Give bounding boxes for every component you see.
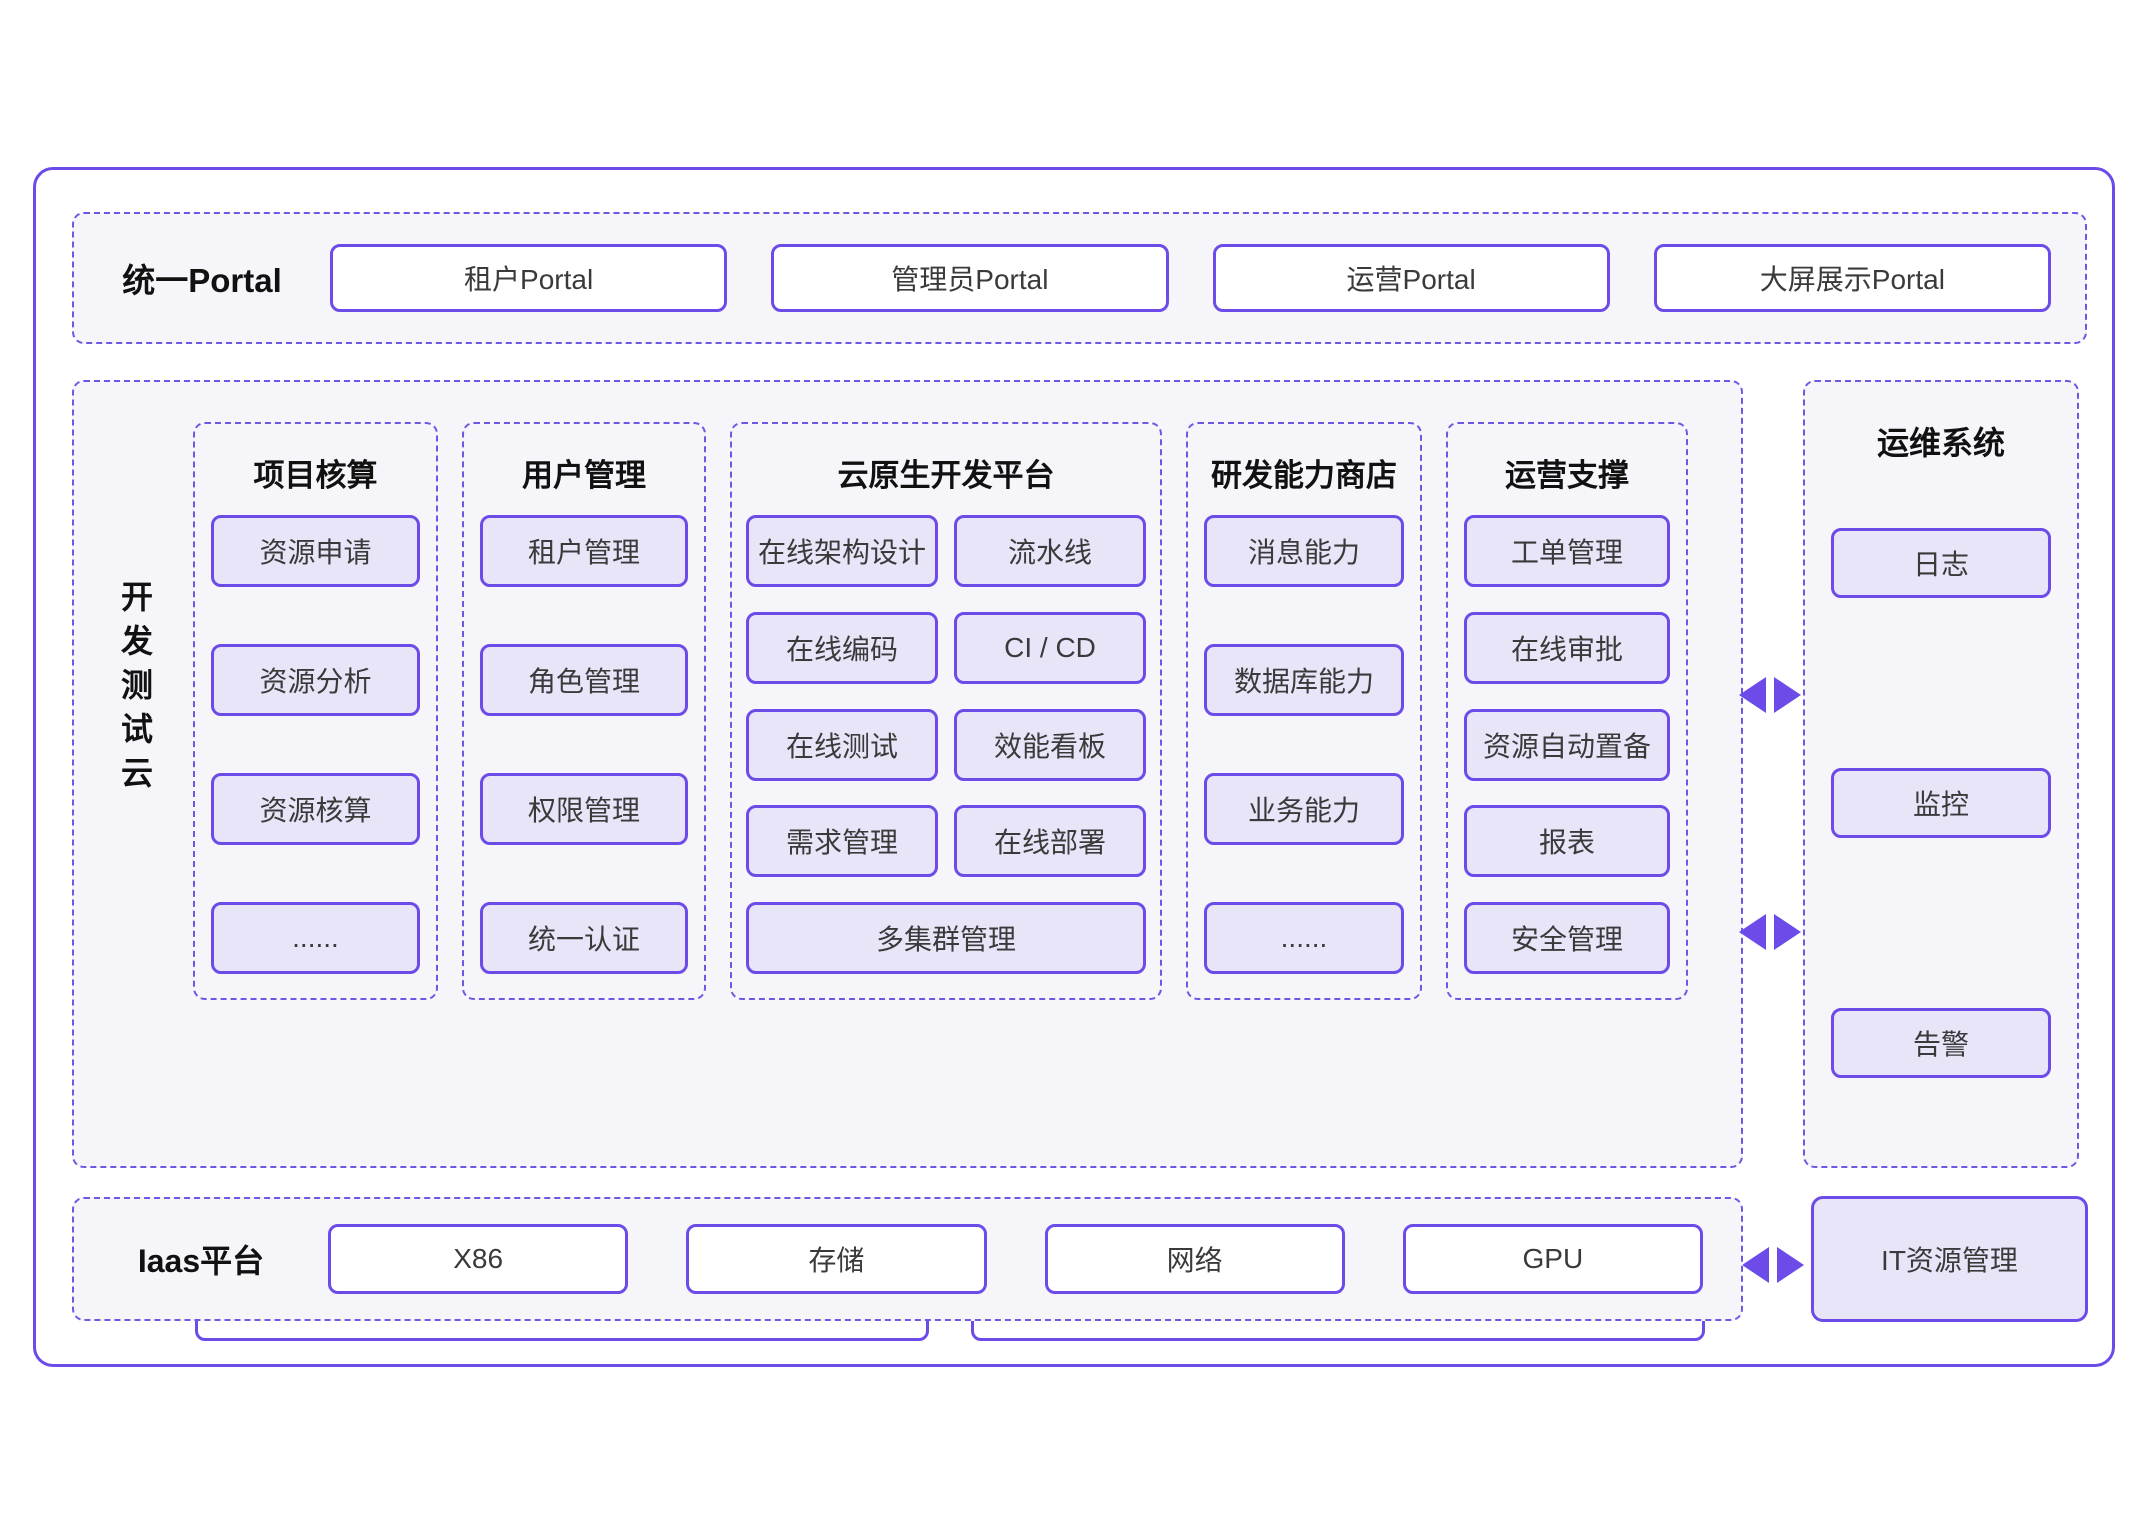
requirement-mgmt-box: 需求管理	[746, 805, 938, 878]
bigscreen-portal-box: 大屏展示Portal	[1653, 244, 2051, 312]
gpu-box: GPU	[1402, 1224, 1703, 1294]
resource-analysis-box: 资源分析	[211, 644, 420, 716]
pair-row: 在线架构设计 流水线	[746, 515, 1146, 587]
it-resource-mgmt-box: IT资源管理	[1811, 1196, 2088, 1322]
storage-box: 存储	[686, 1224, 987, 1294]
portal-items: 租户Portal 管理员Portal 运营Portal 大屏展示Portal	[330, 244, 2051, 312]
column-cloud-native-platform: 云原生开发平台 在线架构设计 流水线 在线编码 CI / CD 在线测试 效能看…	[730, 422, 1162, 1000]
report-box: 报表	[1464, 805, 1670, 878]
column-body: 租户管理 角色管理 权限管理 统一认证	[464, 499, 704, 998]
column-operation-support: 运营支撑 工单管理 在线审批 资源自动置备 报表 安全管理	[1446, 422, 1688, 1000]
column-title: 用户管理	[522, 458, 646, 493]
ops-system-section: 运维系统 日志 监控 告警	[1803, 380, 2079, 1168]
dev-test-cloud-section: 开发测试云 项目核算 资源申请 资源分析 资源核算 ...... 用户管理 租户…	[72, 380, 1743, 1341]
ops-system-body: 日志 监控 告警	[1831, 464, 2051, 1166]
pair-row: 需求管理 在线部署	[746, 805, 1146, 878]
role-mgmt-box: 角色管理	[480, 644, 688, 716]
online-testing-box: 在线测试	[746, 708, 938, 781]
auto-provision-box: 资源自动置备	[1464, 708, 1670, 781]
sync-arrows-icon	[1739, 914, 1801, 950]
arrow-left-icon	[1739, 914, 1766, 950]
operation-portal-box: 运营Portal	[1212, 244, 1610, 312]
unified-portal-section: 统一Portal 租户Portal 管理员Portal 运营Portal 大屏展…	[72, 212, 2087, 344]
tenant-portal-box: 租户Portal	[330, 244, 728, 312]
column-title: 云原生开发平台	[837, 458, 1055, 493]
online-approval-box: 在线审批	[1464, 611, 1670, 684]
monitoring-box: 监控	[1831, 768, 2051, 838]
sync-arrows-icon	[1742, 1247, 1804, 1283]
work-order-mgmt-box: 工单管理	[1464, 515, 1670, 587]
architecture-diagram-frame: 统一Portal 租户Portal 管理员Portal 运营Portal 大屏展…	[33, 167, 2115, 1367]
arrow-right-icon	[1774, 677, 1801, 713]
business-capability-box: 业务能力	[1204, 773, 1404, 845]
network-box: 网络	[1044, 1224, 1345, 1294]
column-user-management: 用户管理 租户管理 角色管理 权限管理 统一认证	[462, 422, 706, 1000]
multi-cluster-mgmt-box: 多集群管理	[746, 902, 1146, 974]
online-arch-design-box: 在线架构设计	[746, 515, 938, 587]
arrow-right-icon	[1774, 914, 1801, 950]
column-title: 项目核算	[253, 458, 378, 493]
online-coding-box: 在线编码	[746, 611, 938, 684]
efficiency-board-box: 效能看板	[954, 708, 1146, 781]
sync-arrows-icon	[1739, 677, 1801, 713]
column-title: 运营支撑	[1505, 458, 1629, 493]
admin-portal-box: 管理员Portal	[771, 244, 1169, 312]
x86-box: X86	[328, 1224, 629, 1294]
database-capability-box: 数据库能力	[1204, 644, 1404, 716]
arrow-right-icon	[1777, 1247, 1804, 1283]
pipeline-box: 流水线	[954, 515, 1146, 587]
online-deploy-box: 在线部署	[954, 805, 1146, 878]
pair-row: 在线测试 效能看板	[746, 708, 1146, 781]
ellipsis-box: ......	[211, 902, 420, 974]
ops-system-title: 运维系统	[1876, 425, 2005, 461]
resource-accounting-box: 资源核算	[211, 773, 420, 845]
message-capability-box: 消息能力	[1204, 515, 1404, 587]
tenant-mgmt-box: 租户管理	[480, 515, 688, 587]
column-body: 工单管理 在线审批 资源自动置备 报表 安全管理	[1448, 499, 1686, 998]
pair-row: 在线编码 CI / CD	[746, 611, 1146, 684]
alert-box: 告警	[1831, 1008, 2051, 1078]
capability-columns: 项目核算 资源申请 资源分析 资源核算 ...... 用户管理 租户管理 角色管…	[193, 422, 1688, 1000]
ci-cd-box: CI / CD	[954, 611, 1146, 684]
column-project-accounting: 项目核算 资源申请 资源分析 资源核算 ......	[193, 422, 438, 1000]
iaas-platform-title: Iaas平台	[137, 1243, 265, 1279]
column-rd-capability-store: 研发能力商店 消息能力 数据库能力 业务能力 ......	[1186, 422, 1422, 1000]
column-body: 在线架构设计 流水线 在线编码 CI / CD 在线测试 效能看板 需求管理 在…	[732, 499, 1160, 998]
iaas-platform-section: Iaas平台 X86 存储 网络 GPU	[72, 1197, 1743, 1321]
dev-test-cloud-vertical-label: 开发测试云	[117, 580, 153, 800]
column-body: 消息能力 数据库能力 业务能力 ......	[1188, 499, 1420, 998]
security-mgmt-box: 安全管理	[1464, 902, 1670, 974]
arrow-left-icon	[1742, 1247, 1769, 1283]
unified-portal-title: 统一Portal	[122, 262, 282, 299]
arrow-left-icon	[1739, 677, 1766, 713]
resource-apply-box: 资源申请	[211, 515, 420, 587]
ellipsis-box: ......	[1204, 902, 1404, 974]
column-title: 研发能力商店	[1211, 458, 1397, 493]
permission-mgmt-box: 权限管理	[480, 773, 688, 845]
log-box: 日志	[1831, 528, 2051, 598]
iaas-items: X86 存储 网络 GPU	[328, 1224, 1703, 1294]
unified-auth-box: 统一认证	[480, 902, 688, 974]
column-body: 资源申请 资源分析 资源核算 ......	[195, 499, 436, 998]
